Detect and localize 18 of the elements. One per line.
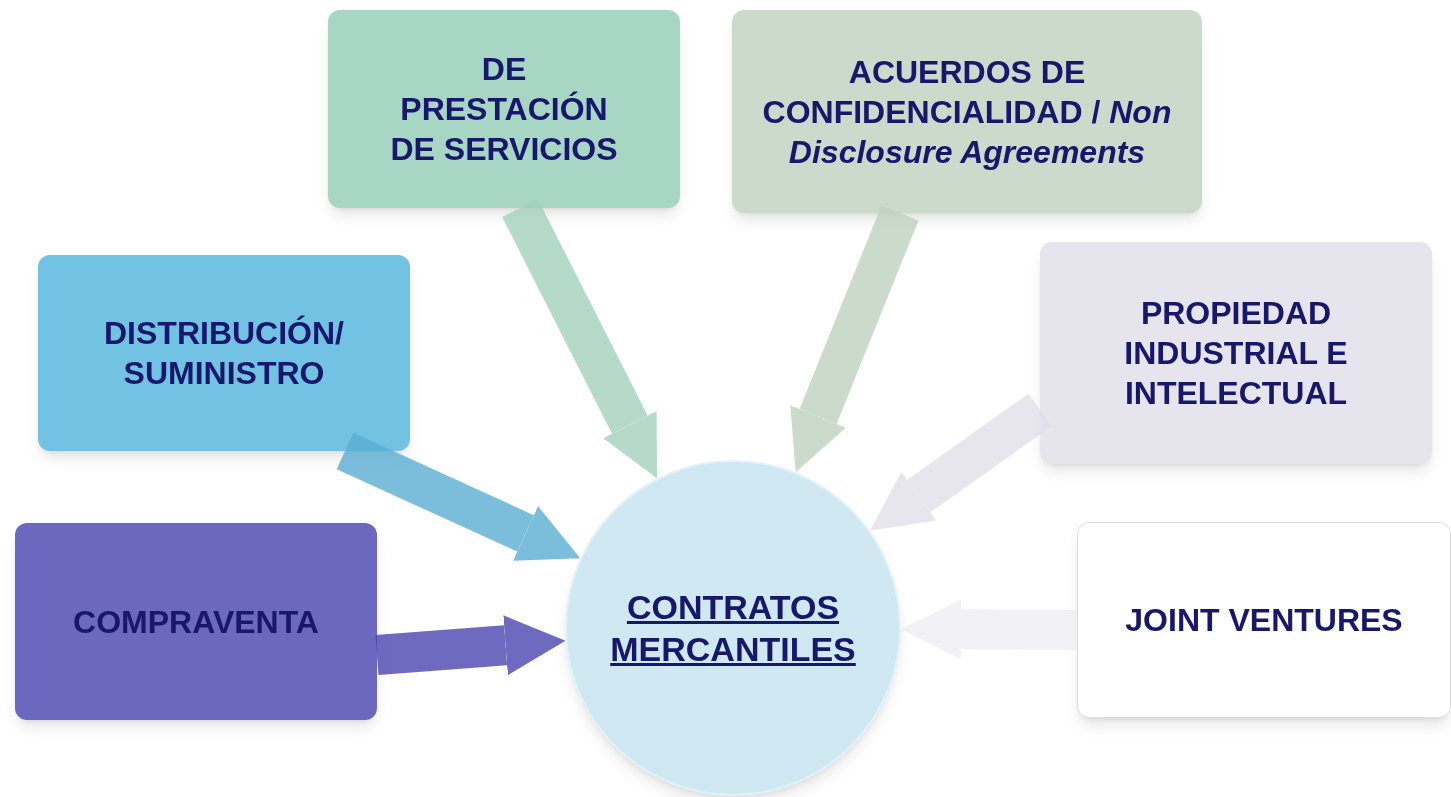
category-box (15, 523, 377, 720)
block-arrow (790, 205, 919, 473)
category-label: PROPIEDAD INDUSTRIAL E INTELECTUAL (1123, 294, 1349, 413)
category-box (38, 255, 410, 451)
block-arrow (336, 432, 581, 561)
center-title: CONTRATOS MERCANTILES (609, 586, 857, 670)
category-box (1077, 522, 1451, 718)
block-arrow (375, 615, 566, 676)
category-box (328, 10, 680, 208)
category-label: JOINT VENTURES (1125, 601, 1403, 640)
category-box (1040, 242, 1432, 464)
category-label: COMPRAVENTA (73, 602, 319, 642)
category-label: DE PRESTACIÓN DE SERVICIOS (389, 50, 619, 169)
block-arrow (901, 599, 1078, 660)
block-arrow (502, 198, 657, 479)
category-label: DISTRIBUCIÓN/ SUMINISTRO (103, 314, 345, 393)
category-label: ACUERDOS DE CONFIDENCIALIDAD / Non Disclosure Agreements (761, 52, 1173, 172)
category-box (732, 10, 1202, 213)
